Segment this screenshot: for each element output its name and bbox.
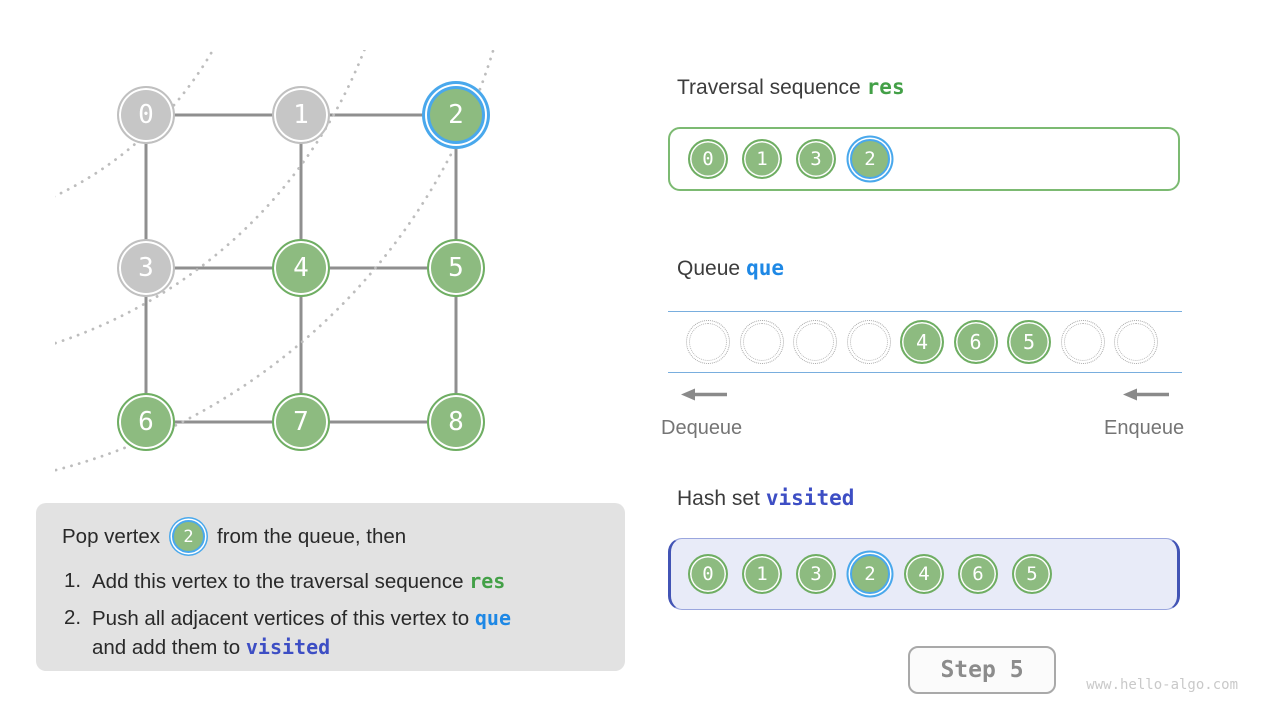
queue-heading-text: Queue <box>677 257 741 280</box>
hashset-item-5: 5 <box>1012 554 1052 594</box>
queue-empty-slot <box>1060 320 1105 364</box>
queue-empty-slot <box>846 320 891 364</box>
queue-empty-slot <box>1114 320 1158 364</box>
hashset-item-2: 2 <box>850 554 890 594</box>
graph-vertex-0: 0 <box>117 86 175 144</box>
graph-vertex-4: 4 <box>272 239 330 297</box>
visited-token: visited <box>765 486 855 510</box>
intro-text-before: Pop vertex <box>62 524 160 548</box>
explanation-step: 1. Add this vertex to the traversal seque… <box>62 567 599 596</box>
dequeue-arrow-icon <box>681 388 727 401</box>
que-token: que <box>474 606 511 630</box>
queue-item-6: 6 <box>953 320 998 364</box>
hashset-item-6: 6 <box>958 554 998 594</box>
hashset-item-3: 3 <box>796 554 836 594</box>
step-text-part: Add this vertex to the traversal sequenc… <box>92 570 470 593</box>
step-button[interactable]: Step 5 <box>908 646 1056 694</box>
traversal-heading-text: Traversal sequence <box>677 76 861 99</box>
step-text: Add this vertex to the traversal sequenc… <box>92 567 505 596</box>
explanation-steps: 1. Add this vertex to the traversal seque… <box>62 567 599 662</box>
enqueue-arrow-icon <box>1123 388 1169 401</box>
graph-vertex-3: 3 <box>117 239 175 297</box>
explanation-step: 2. Push all adjacent vertices of this ver… <box>62 604 599 662</box>
graph-vertex-8: 8 <box>427 393 485 451</box>
graph-vertex-6: 6 <box>117 393 175 451</box>
traversal-item-2: 2 <box>850 139 890 179</box>
hashset-item-1: 1 <box>742 554 782 594</box>
traversal-item-3: 3 <box>796 139 836 179</box>
queue-empty-slot <box>793 320 837 364</box>
graph-vertex-5: 5 <box>427 239 485 297</box>
visited-token: visited <box>245 635 331 659</box>
explanation-box: Pop vertex 2 from the queue, then 1. Add … <box>36 503 625 671</box>
enqueue-label: Enqueue <box>1104 417 1185 439</box>
step-number: 2. <box>64 606 82 629</box>
graph-vertex-7: 7 <box>272 393 330 451</box>
explanation-intro: Pop vertex 2 from the queue, then <box>62 520 599 553</box>
step-text-part: and add them to <box>92 636 246 659</box>
queue-item-4: 4 <box>900 320 944 364</box>
queue-top-line <box>668 311 1182 312</box>
bfs-level-arc <box>55 50 366 345</box>
pop-vertex-circle: 2 <box>172 520 205 553</box>
step-text-part: Push all adjacent vertices of this verte… <box>92 607 475 630</box>
res-token: res <box>469 569 506 593</box>
traversal-item-0: 0 <box>688 139 728 179</box>
graph-vertex-2: 2 <box>427 86 485 144</box>
step-text: Push all adjacent vertices of this verte… <box>92 604 511 662</box>
step-number: 1. <box>64 569 82 592</box>
traversal-item-1: 1 <box>742 139 782 179</box>
dequeue-label: Dequeue <box>661 417 743 439</box>
res-token: res <box>866 75 905 99</box>
watermark: www.hello-algo.com <box>1086 677 1238 693</box>
que-token: que <box>746 256 784 280</box>
hashset-heading-text: Hash set <box>677 487 760 510</box>
intro-text-after: from the queue, then <box>217 524 407 548</box>
hashset-item-4: 4 <box>904 554 944 594</box>
queue-empty-slot <box>686 320 730 364</box>
hashset-item-0: 0 <box>688 554 728 594</box>
queue-item-5: 5 <box>1007 320 1051 364</box>
queue-empty-slot <box>739 320 784 364</box>
queue-bottom-line <box>668 372 1182 373</box>
graph-vertex-1: 1 <box>272 86 330 144</box>
